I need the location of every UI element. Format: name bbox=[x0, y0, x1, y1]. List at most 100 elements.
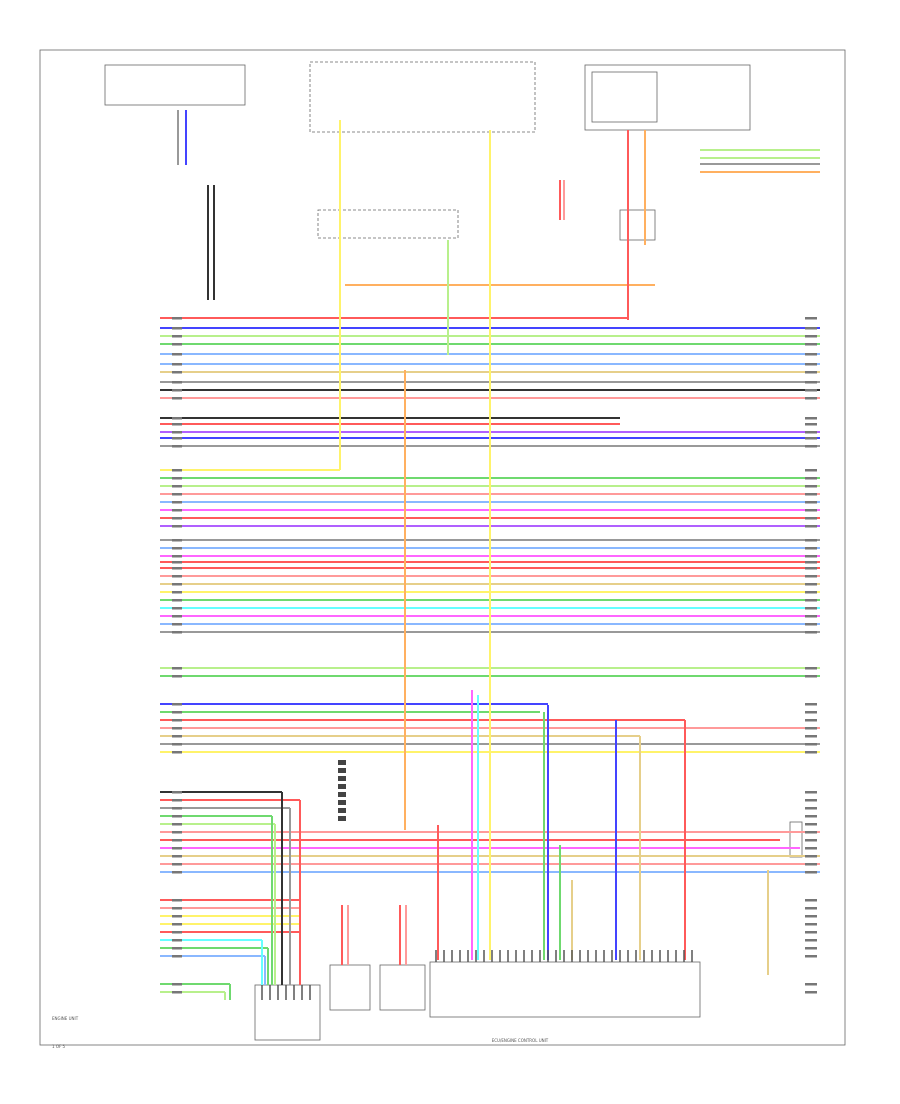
wire-label-mark bbox=[172, 525, 182, 528]
junction-box-center bbox=[317, 209, 459, 239]
wire-label-mark bbox=[805, 583, 817, 586]
wire-label-mark bbox=[172, 807, 182, 810]
wire-label-mark bbox=[805, 667, 817, 670]
wire-label-mark bbox=[172, 847, 182, 850]
wire-label-mark bbox=[172, 631, 182, 634]
wire-label-mark bbox=[172, 939, 182, 942]
connector-bottom-left bbox=[254, 984, 321, 1041]
wire-label-mark bbox=[172, 607, 182, 610]
wire-label-mark bbox=[805, 839, 817, 842]
wire-label-mark bbox=[805, 915, 817, 918]
wire-label-mark bbox=[805, 445, 817, 448]
wire-label-mark bbox=[172, 711, 182, 714]
wire-label-mark bbox=[172, 397, 182, 400]
wire-label-mark bbox=[172, 923, 182, 926]
wire-label-mark bbox=[805, 719, 817, 722]
wire-label-mark bbox=[805, 615, 817, 618]
wire-label-mark bbox=[805, 437, 817, 440]
wire-label-mark bbox=[172, 623, 182, 626]
wire-label-mark bbox=[172, 863, 182, 866]
switch-box-right bbox=[619, 209, 656, 241]
wire-label-mark bbox=[805, 509, 817, 512]
wire-label-mark bbox=[172, 907, 182, 910]
wire-label-mark bbox=[172, 575, 182, 578]
wire-label-mark bbox=[172, 915, 182, 918]
wire-label-mark bbox=[172, 509, 182, 512]
wire-label-mark bbox=[172, 493, 182, 496]
wire-label-mark bbox=[172, 799, 182, 802]
wire-label-mark bbox=[805, 555, 817, 558]
wire-label-mark bbox=[172, 983, 182, 986]
wire-label-mark bbox=[805, 353, 817, 356]
connector-right-small bbox=[789, 821, 803, 858]
wire-label-mark bbox=[172, 839, 182, 842]
wire-label-mark bbox=[805, 431, 817, 434]
wire-label-mark bbox=[805, 907, 817, 910]
diagram-border bbox=[39, 49, 846, 1046]
wire-label-mark bbox=[805, 607, 817, 610]
wire-label-mark bbox=[172, 417, 182, 420]
wire-label-mark bbox=[172, 823, 182, 826]
wire-label-mark bbox=[805, 727, 817, 730]
fuse-box-left bbox=[104, 64, 246, 106]
wire-label-mark bbox=[805, 939, 817, 942]
wire-label-mark bbox=[172, 751, 182, 754]
wire-label-mark bbox=[805, 317, 817, 320]
wire-label-mark bbox=[805, 575, 817, 578]
wire-label-mark bbox=[172, 517, 182, 520]
wire-label-mark bbox=[172, 599, 182, 602]
wire-label-mark bbox=[805, 623, 817, 626]
wire-label-mark bbox=[172, 931, 182, 934]
wire-label-mark bbox=[172, 547, 182, 550]
wire-label-mark bbox=[805, 547, 817, 550]
wire-label-mark bbox=[805, 931, 817, 934]
label-group bbox=[172, 317, 817, 994]
wire-label-mark bbox=[172, 423, 182, 426]
wire-label-mark bbox=[805, 591, 817, 594]
wire-label-mark bbox=[172, 743, 182, 746]
connector-pin bbox=[338, 760, 346, 765]
wire-label-mark bbox=[172, 703, 182, 706]
connector-pin bbox=[338, 784, 346, 789]
wire-label-mark bbox=[172, 615, 182, 618]
wire-label-mark bbox=[172, 539, 182, 542]
wire-label-mark bbox=[805, 923, 817, 926]
wire-label-mark bbox=[805, 703, 817, 706]
wire-label-mark bbox=[172, 591, 182, 594]
wire-label-mark bbox=[172, 675, 182, 678]
wire-label-mark bbox=[172, 485, 182, 488]
wire-label-mark bbox=[172, 437, 182, 440]
wire-label-mark bbox=[172, 363, 182, 366]
wire-label-mark bbox=[805, 675, 817, 678]
wire-label-mark bbox=[805, 343, 817, 346]
engine-control-unit bbox=[429, 961, 701, 1018]
wire-label-mark bbox=[172, 431, 182, 434]
wire-label-mark bbox=[805, 871, 817, 874]
wire-label-mark bbox=[805, 711, 817, 714]
wire-label-mark bbox=[805, 815, 817, 818]
wire-label-mark bbox=[805, 469, 817, 472]
wire-label-mark bbox=[805, 363, 817, 366]
bottom-center-label: ECU/ENGINE CONTROL UNIT bbox=[492, 1038, 549, 1043]
wire-label-mark bbox=[805, 525, 817, 528]
wire-label-mark bbox=[172, 855, 182, 858]
wire-label-mark bbox=[805, 847, 817, 850]
wire-label-mark bbox=[172, 727, 182, 730]
wire-label-mark bbox=[805, 899, 817, 902]
wire-label-mark bbox=[805, 751, 817, 754]
fuse-box-top-center bbox=[309, 61, 536, 133]
wire-label-mark bbox=[805, 735, 817, 738]
wire-label-mark bbox=[172, 831, 182, 834]
wire-label-mark bbox=[805, 863, 817, 866]
wire-label-mark bbox=[805, 823, 817, 826]
sensor-box-bottom-1 bbox=[329, 964, 371, 1011]
wire-label-mark bbox=[805, 485, 817, 488]
relay-box-inner bbox=[591, 71, 658, 123]
connector-pin bbox=[338, 776, 346, 781]
wire-label-mark bbox=[172, 389, 182, 392]
wire-label-mark bbox=[172, 353, 182, 356]
wire-label-mark bbox=[805, 371, 817, 374]
wire-label-mark bbox=[805, 423, 817, 426]
connector-pin bbox=[338, 808, 346, 813]
